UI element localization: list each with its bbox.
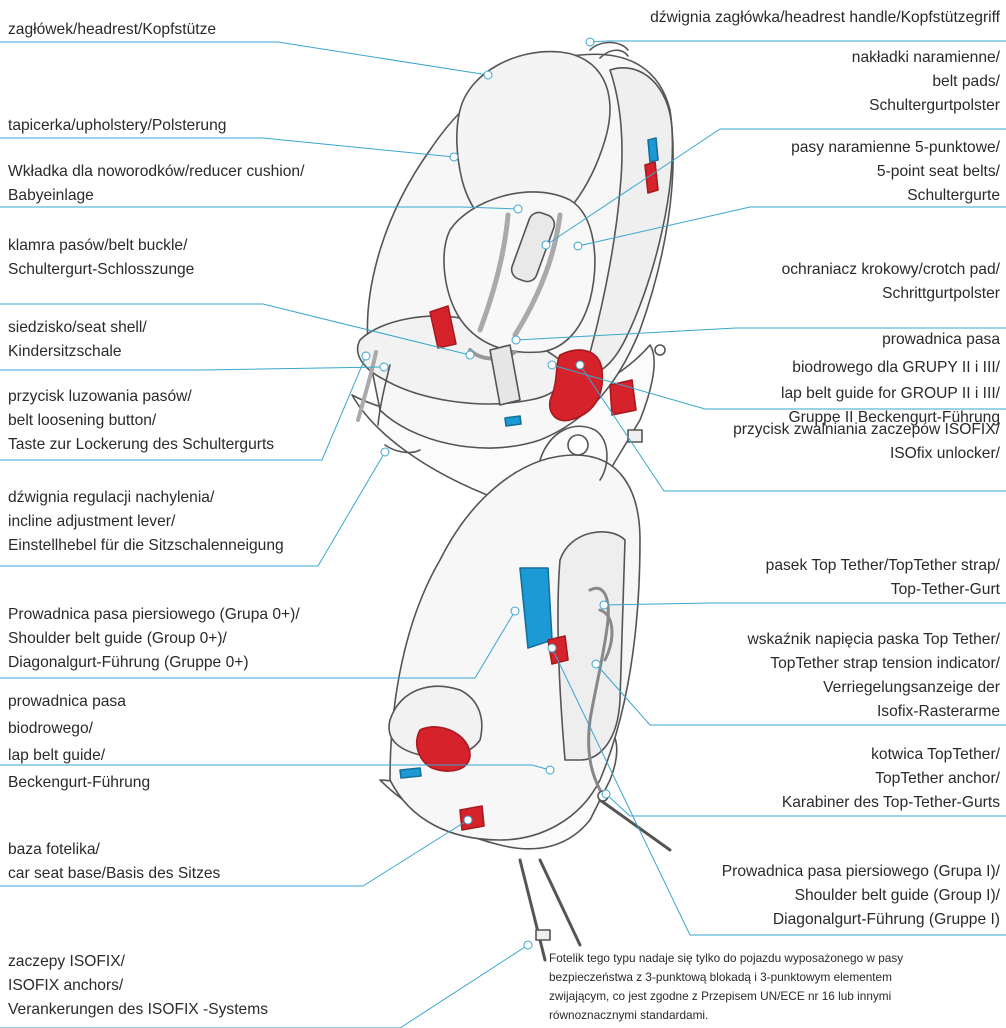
label-headrest-handle: dźwignia zagłówka/headrest handle/Kopfst… [650,6,1000,30]
label-line: Verankerungen des ISOFIX -Systems [8,998,268,1022]
label-line: prowadnica pasa [781,326,1000,354]
label-line: dźwignia regulacji nachylenia/ [8,486,284,510]
label-line: pasy naramienne 5-punktowe/ [791,136,1000,160]
label-top-tether-anchor: kotwica TopTether/ TopTether anchor/ Kar… [782,743,1000,815]
label-line: belt pads/ [852,70,1000,94]
label-line: Schrittgurtpolster [782,282,1000,306]
label-line: baza fotelika/ [8,838,220,862]
label-line: prowadnica pasa [8,688,150,715]
note-line: bezpieczeństwa z 3-punktową blokadą i 3-… [549,968,999,987]
label-top-tether-strap: pasek Top Tether/TopTether strap/ Top-Te… [766,554,1000,602]
label-line: Shoulder belt guide (Group I)/ [722,884,1000,908]
label-line: pasek Top Tether/TopTether strap/ [766,554,1000,578]
label-incline-lever: dźwignia regulacji nachylenia/ incline a… [8,486,284,558]
label-tether-tension-indicator: wskaźnik napięcia paska Top Tether/ TopT… [747,628,1000,724]
label-line: Schultergurtpolster [852,94,1000,118]
label-line: incline adjustment lever/ [8,510,284,534]
label-line: lap belt guide for GROUP II i III/ [781,382,1000,406]
label-line: wskaźnik napięcia paska Top Tether/ [747,628,1000,652]
label-line: Schultergurt-Schlosszunge [8,258,194,282]
label-line: biodrowego dla GRUPY II i III/ [781,354,1000,382]
label-line: lap belt guide/ [8,742,150,769]
label-crotch-pad: ochraniacz krokowy/crotch pad/ Schrittgu… [782,258,1000,306]
label-line: ISOFIX anchors/ [8,974,268,998]
label-line: ochraniacz krokowy/crotch pad/ [782,258,1000,282]
note-line: równoznacznymi standardami. [549,1006,999,1025]
label-line: Kindersitzschale [8,340,147,364]
note-line: Fotelik tego typu nadaje się tylko do po… [549,949,999,968]
label-line: Prowadnica pasa piersiowego (Grupa I)/ [722,860,1000,884]
label-line: 5-point seat belts/ [791,160,1000,184]
label-line: zagłówek/headrest/Kopfstütze [8,18,216,42]
label-line: Einstellhebel für die Sitzschalenneigung [8,534,284,558]
label-five-point-belts: pasy naramienne 5-punktowe/ 5-point seat… [791,136,1000,208]
label-headrest: zagłówek/headrest/Kopfstütze [8,18,216,42]
label-line: Wkładka dla noworodków/reducer cushion/ [8,160,304,184]
label-line: kotwica TopTether/ [782,743,1000,767]
label-line: Diagonalgurt-Führung (Gruppe 0+) [8,651,300,675]
label-line: Top-Tether-Gurt [766,578,1000,602]
label-belt-loosening-button: przycisk luzowania pasów/ belt loosening… [8,385,274,457]
label-upholstery: tapicerka/upholstery/Polsterung [8,114,226,138]
label-line: Verriegelungsanzeige der [747,676,1000,700]
label-line: Babyeinlage [8,184,304,208]
label-reducer-cushion: Wkładka dla noworodków/reducer cushion/ … [8,160,304,208]
label-shoulder-guide-group-1: Prowadnica pasa piersiowego (Grupa I)/ S… [722,860,1000,932]
front-view-seat [352,43,673,507]
label-line: TopTether anchor/ [782,767,1000,791]
label-line: TopTether strap tension indicator/ [747,652,1000,676]
label-line: zaczepy ISOFIX/ [8,950,268,974]
label-line: Shoulder belt guide (Group 0+)/ [8,627,300,651]
label-line: Taste zur Lockerung des Schultergurts [8,433,274,457]
label-line: dźwignia zagłówka/headrest handle/Kopfst… [650,6,1000,30]
label-belt-pads: nakładki naramienne/ belt pads/ Schulter… [852,46,1000,118]
label-lap-belt-guide: prowadnica pasa biodrowego/ lap belt gui… [8,688,150,796]
label-line: Prowadnica pasa piersiowego (Grupa 0+)/ [8,603,300,627]
label-seat-base: baza fotelika/ car seat base/Basis des S… [8,838,220,886]
label-line: belt loosening button/ [8,409,274,433]
note-line: zwijającym, co jest zgodne z Przepisem U… [549,987,999,1006]
usage-note: Fotelik tego typu nadaje się tylko do po… [549,949,999,1025]
label-line: tapicerka/upholstery/Polsterung [8,114,226,138]
label-line: car seat base/Basis des Sitzes [8,862,220,886]
label-line: Karabiner des Top-Tether-Gurts [782,791,1000,815]
label-seat-shell: siedzisko/seat shell/ Kindersitzschale [8,316,147,364]
label-line: Schultergurte [791,184,1000,208]
label-line: klamra pasów/belt buckle/ [8,234,194,258]
label-isofix-release: przycisk zwalniania zaczepów ISOFIX/ ISO… [733,418,1000,466]
label-line: ISOfix unlocker/ [733,442,1000,466]
label-line: przycisk zwalniania zaczepów ISOFIX/ [733,418,1000,442]
label-line: Diagonalgurt-Führung (Gruppe I) [722,908,1000,932]
label-belt-buckle: klamra pasów/belt buckle/ Schultergurt-S… [8,234,194,282]
label-line: przycisk luzowania pasów/ [8,385,274,409]
label-line: Isofix-Rasterarme [747,700,1000,724]
label-shoulder-guide-group-0: Prowadnica pasa piersiowego (Grupa 0+)/ … [8,603,300,675]
label-line: biodrowego/ [8,715,150,742]
rear-view-seat [380,426,670,960]
label-lap-belt-guide-group-2-3: prowadnica pasa biodrowego dla GRUPY II … [781,326,1000,430]
label-isofix-anchors: zaczepy ISOFIX/ ISOFIX anchors/ Veranker… [8,950,268,1022]
label-line: siedzisko/seat shell/ [8,316,147,340]
label-line: nakładki naramienne/ [852,46,1000,70]
label-line: Beckengurt-Führung [8,769,150,796]
